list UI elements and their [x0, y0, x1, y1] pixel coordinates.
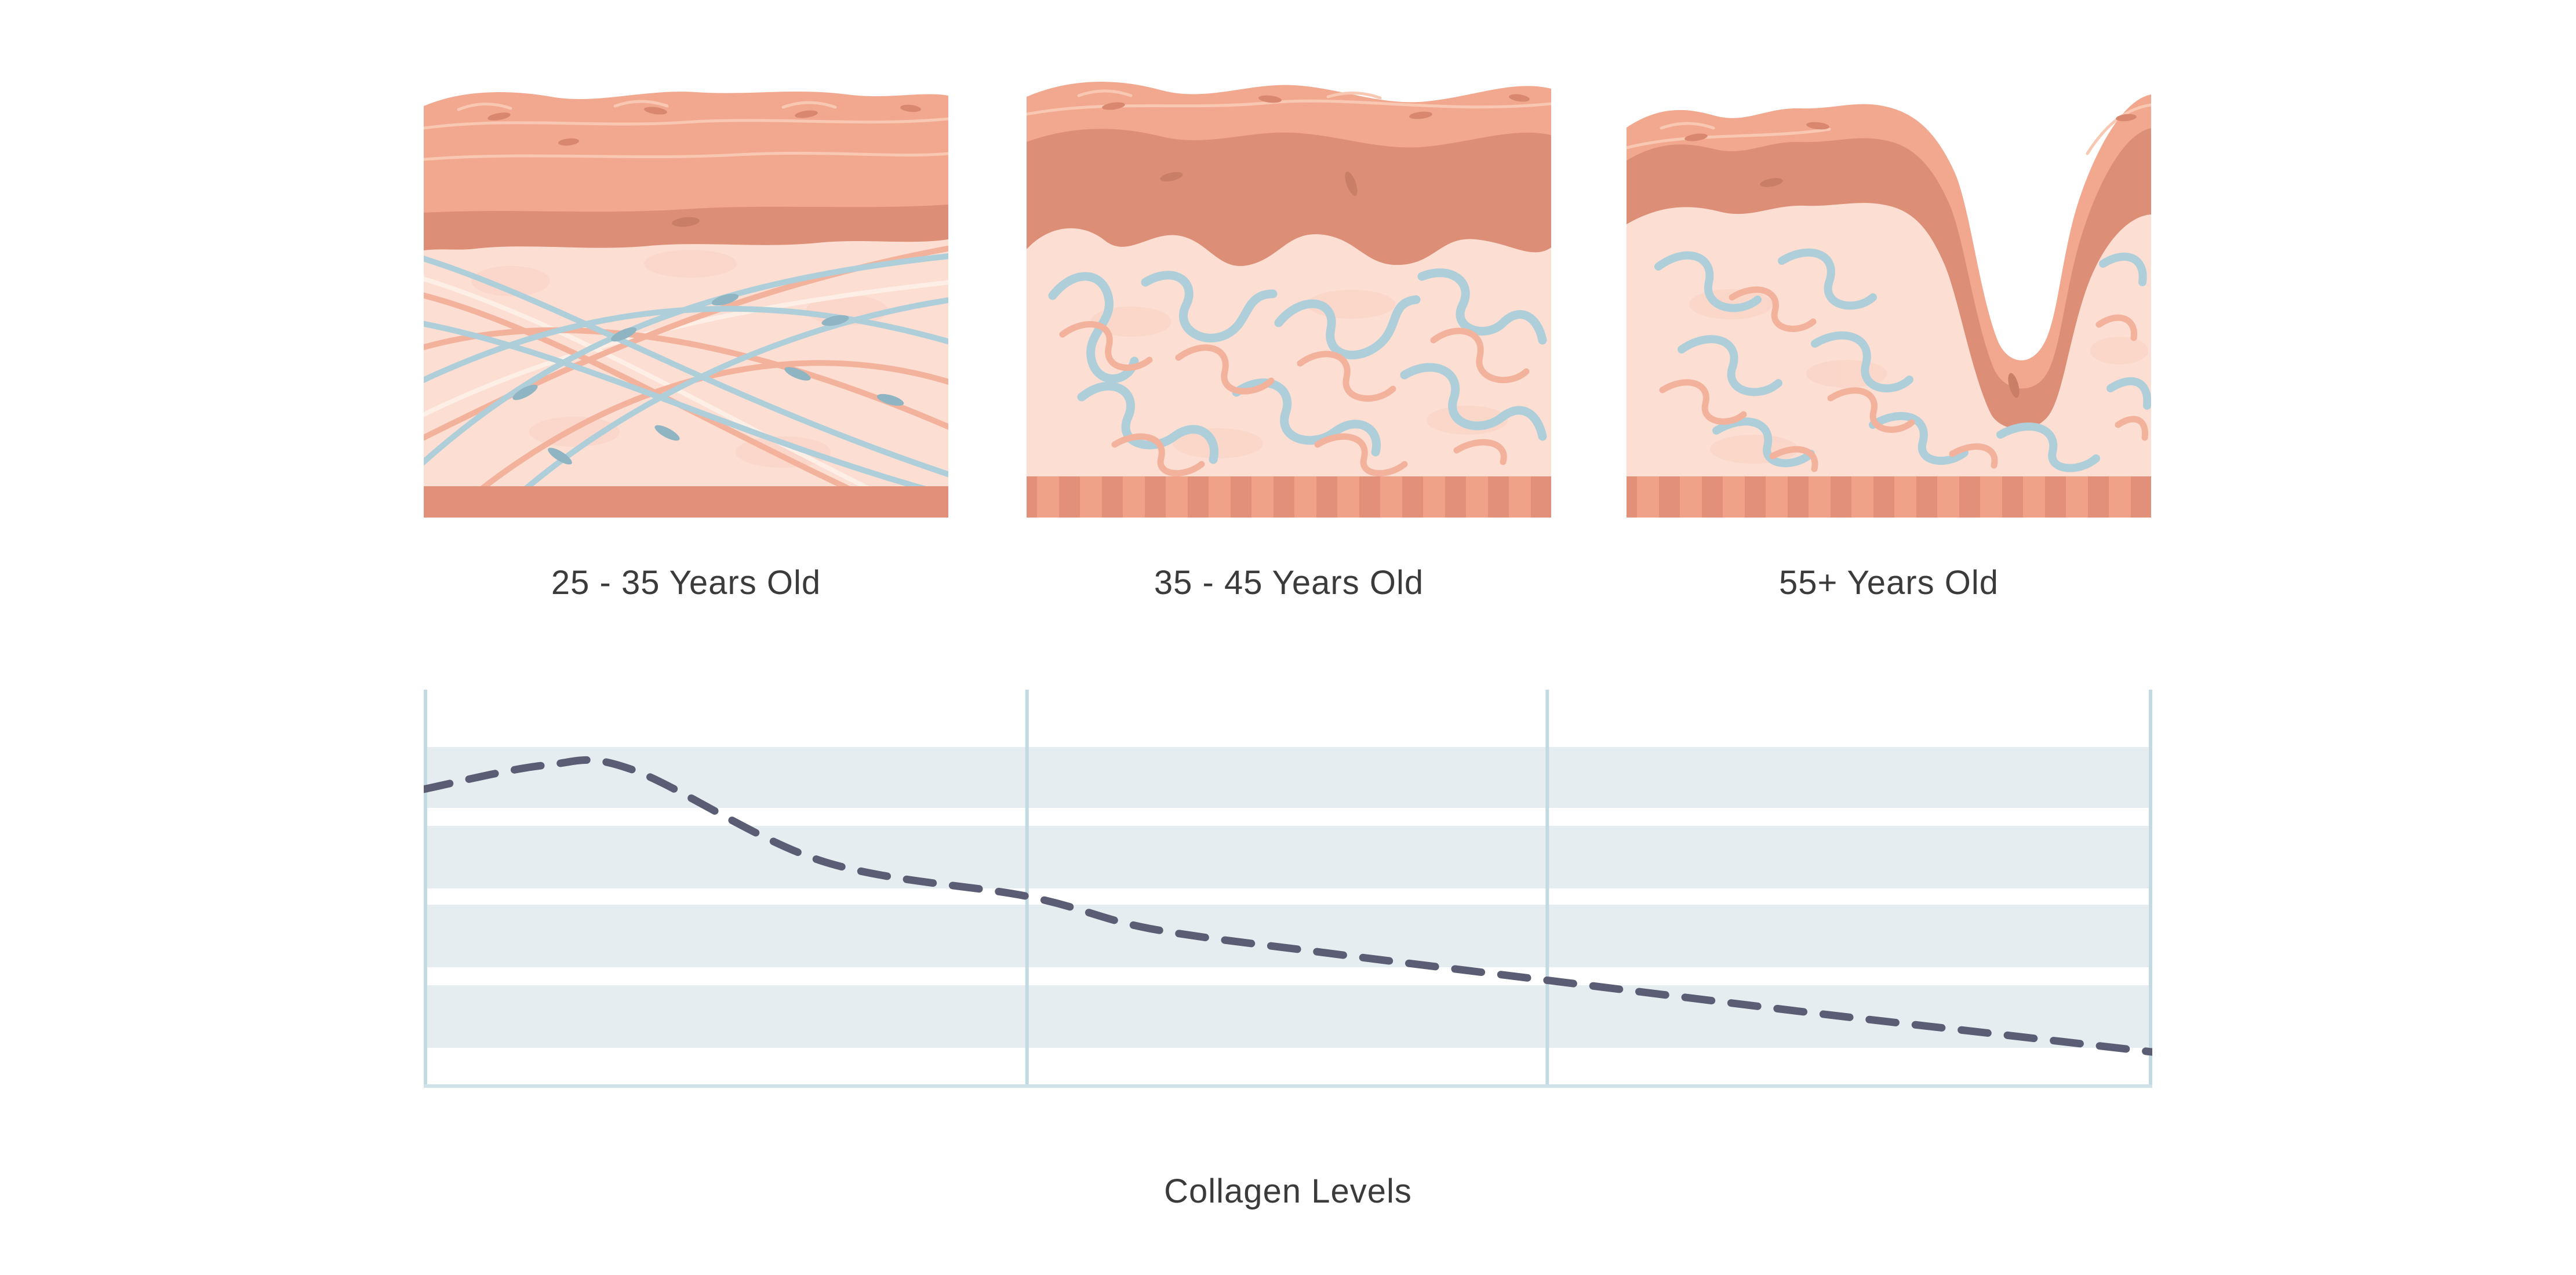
subcutaneous-layer — [1627, 476, 2151, 518]
collagen-fragments-blue — [1654, 248, 2151, 472]
age-label-older: 55+ Years Old — [1778, 564, 1999, 602]
subcutaneous-layer — [1027, 476, 1551, 518]
age-label-middle: 35 - 45 Years Old — [1154, 564, 1424, 602]
age-label-young: 25 - 35 Years Old — [551, 564, 821, 602]
chart-bands — [424, 747, 2152, 1048]
epidermis-texture — [424, 100, 948, 161]
epidermis-cells — [1102, 94, 1530, 119]
collagen-fragments-salmon — [1059, 321, 1530, 477]
collagen-fibers — [424, 245, 948, 518]
subcutaneous-layer — [424, 486, 948, 518]
epidermis-cells — [487, 104, 921, 146]
chart-gridlines — [424, 690, 2152, 1088]
collagen-fragments-salmon — [1659, 286, 2148, 472]
epidermis-cells — [1684, 114, 2137, 141]
skin-illustration-middle — [1027, 82, 1551, 518]
fibroblast-cells — [512, 293, 904, 465]
dermis-layer — [424, 206, 948, 518]
epidermis-layer — [424, 91, 948, 213]
collagen-trend-line — [424, 756, 2152, 1056]
skin-illustration-young — [424, 91, 948, 518]
collagen-chart — [424, 690, 2152, 1088]
collagen-fragments-blue — [1048, 268, 1547, 464]
skin-illustration-older — [1627, 94, 2151, 518]
chart-caption: Collagen Levels — [1164, 1172, 1412, 1210]
